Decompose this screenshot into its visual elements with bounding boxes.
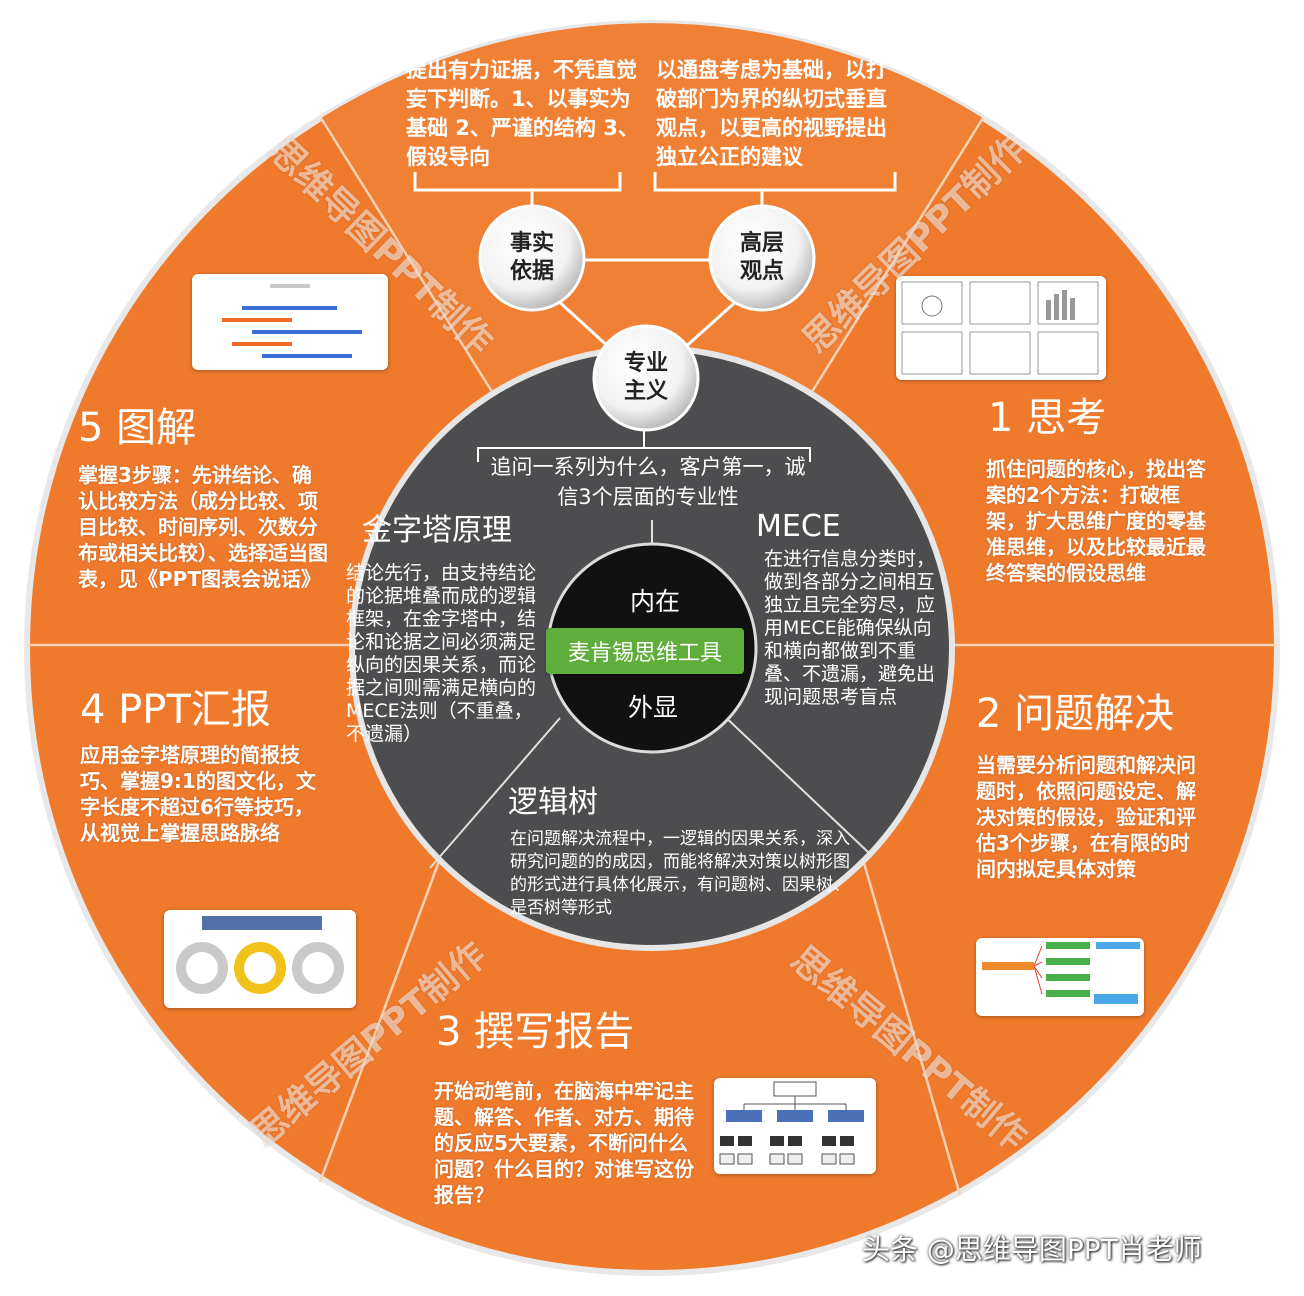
section-2-body: 当需要分析问题和解决问题时，依照问题设定、解决对策的假设，验证和评估3个步骤，在… <box>976 753 1196 881</box>
professionalism-text: 追问一系列为什么，客户第一，诚信3个层面的专业性 <box>490 455 806 509</box>
professionalism-label: 专业 主义 <box>623 351 668 404</box>
outer-label: 外显 <box>627 693 678 722</box>
ball-left <box>478 204 586 312</box>
section-5-title: 5 图解 <box>78 405 197 451</box>
thumbnail-org-slide <box>714 1078 876 1174</box>
thumbnail-process-slide <box>164 910 356 1008</box>
section-1-body: 抓住问题的核心，找出答案的2个方法：打破框架，扩大思维广度的零基准思维，以及比较… <box>986 457 1206 585</box>
section-5-body: 掌握3步骤：先讲结论、确认比较方法（成分比较、项目比较、时间序列、次数分布或相关… <box>78 463 328 591</box>
section-4-body: 应用金字塔原理的简报技巧、掌握9:1的图文化，文字长度不超过6行等技巧，从视觉上… <box>80 743 316 845</box>
ball-middle <box>592 324 700 432</box>
divider-bottom-right <box>860 855 962 1196</box>
connector-right-middle <box>680 296 742 352</box>
high-view-label: 高层 观点 <box>739 231 784 284</box>
section-3-title: 3 撰写报告 <box>436 1009 635 1055</box>
dark-divider-left <box>429 717 561 869</box>
thumbnail-charts-grid <box>896 276 1106 380</box>
footer-credit: 头条 @思维导图PPT肖老师 <box>862 1233 1202 1266</box>
divider-bottom-left <box>318 855 443 1183</box>
core-band: 麦肯锡思维工具 <box>546 628 744 674</box>
connector-left-middle <box>553 296 614 352</box>
section-2-title: 2 问题解决 <box>976 691 1175 737</box>
high-view-text: 以通盘考虑为基础，以打破部门为界的纵切式垂直观点，以更高的视野提出独立公正的建议 <box>656 58 887 169</box>
fact-evidence-text: 提出有力证据，不凭直觉妄下判断。1、以事实为基础 2、严谨的结构 3、假设导向 <box>406 58 639 169</box>
ball-right <box>708 204 816 312</box>
pyramid-title: 金字塔原理 <box>362 513 512 548</box>
dark-divider-right <box>719 711 869 853</box>
thumbnail-chart-slide <box>192 274 388 370</box>
pyramid-body: 结论先行，由支持结论的论据堆叠而成的逻辑框架，在金字塔中，结论和论据之间必须满足… <box>346 562 537 745</box>
mece-title: MECE <box>756 509 841 544</box>
thumbnail-tree-slide <box>976 938 1144 1016</box>
section-4-title: 4 PPT汇报 <box>80 687 271 733</box>
logic-tree-body: 在问题解决流程中，一逻辑的因果关系，深入研究问题的的成因，而能将解决对策以树形图… <box>510 829 850 918</box>
mece-body: 在进行信息分类时，做到各部分之间相互独立且完全穷尽，应用MECE能确保纵向和横向… <box>764 548 936 708</box>
logic-tree-title: 逻辑树 <box>508 785 598 820</box>
section-1-title: 1 思考 <box>988 395 1107 441</box>
professionalism-bracket <box>477 430 811 462</box>
fact-evidence-label: 事实 依据 <box>509 231 554 284</box>
inner-label: 内在 <box>629 587 680 616</box>
section-3-body: 开始动笔前，在脑海中牢记主题、解答、作者、对方、期待的反应5大要素，不断问什么问… <box>434 1079 694 1207</box>
